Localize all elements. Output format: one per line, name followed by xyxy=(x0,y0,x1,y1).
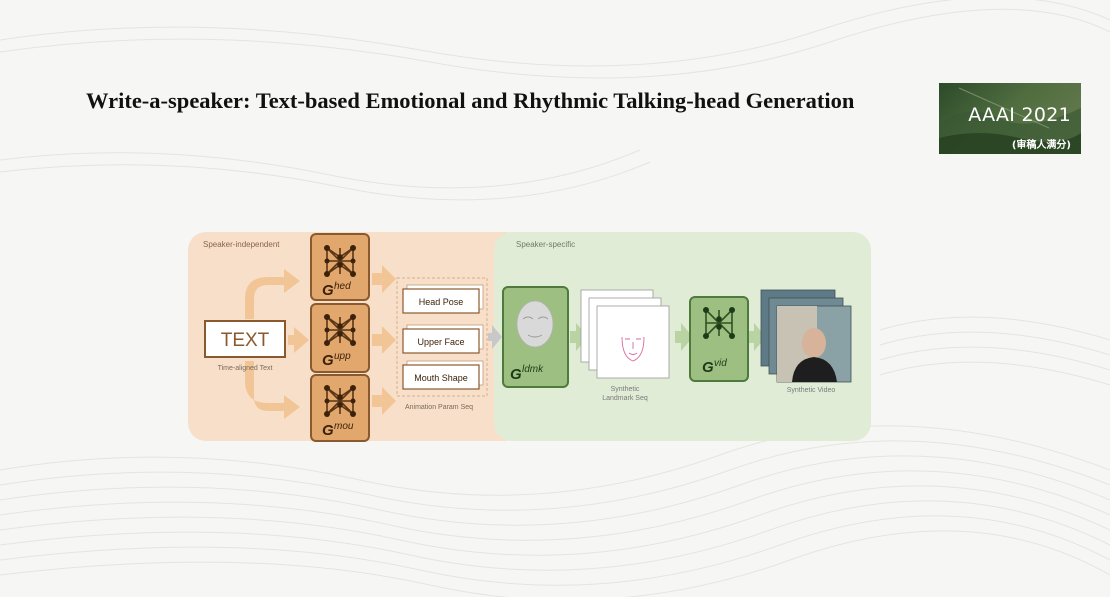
synthetic-video-stack xyxy=(760,289,852,383)
badge-main-text: AAAI 2021 xyxy=(968,104,1071,126)
param-mouth-shape: Mouth Shape xyxy=(402,360,484,390)
param-upper-face-label: Upper Face xyxy=(417,337,464,347)
synthetic-video-caption: Synthetic Video xyxy=(787,387,836,394)
badge-landscape-photo xyxy=(939,87,1081,154)
generator-upp-sup: upp xyxy=(334,351,351,362)
generator-ldmk-base: G xyxy=(510,366,522,383)
generator-mou-base: G xyxy=(322,422,334,439)
generator-vid-sup: vid xyxy=(714,358,727,369)
badge-sub-text: (审稿人满分) xyxy=(1011,140,1071,151)
text-input-box xyxy=(204,320,286,358)
landmark-face-icon xyxy=(621,336,645,362)
param-head-pose-label: Head Pose xyxy=(419,297,464,307)
params-to-ldmk-arrow xyxy=(488,325,502,349)
animation-param-caption: Animation Param Seq xyxy=(405,404,473,411)
pipeline-diagram: Speaker-independent Speaker-specific TEX… xyxy=(188,232,871,442)
landmark-caption-line1: Synthetic xyxy=(611,386,640,393)
generator-upp: G upp xyxy=(310,303,370,373)
generator-vid: G vid xyxy=(689,296,749,382)
speaker-specific-label: Speaker-specific xyxy=(516,240,575,249)
generator-mou-sup: mou xyxy=(334,421,354,432)
speaker-head xyxy=(802,328,826,358)
param-head-pose: Head Pose xyxy=(402,284,484,314)
conference-badge: AAAI 2021 (审稿人满分) xyxy=(939,83,1081,154)
generator-hed-base: G xyxy=(322,282,334,299)
generator-upp-base: G xyxy=(322,352,334,369)
text-branch-arrows xyxy=(245,269,309,419)
speaker-body xyxy=(792,357,837,382)
speaker-independent-label: Speaker-independent xyxy=(203,240,280,249)
time-aligned-text-caption: Time-aligned Text xyxy=(218,365,273,372)
slide-title: Write-a-speaker: Text-based Emotional an… xyxy=(86,88,855,113)
synthetic-landmark-stack xyxy=(580,289,670,379)
param-mouth-shape-label: Mouth Shape xyxy=(414,373,468,383)
animation-param-frame xyxy=(396,277,488,397)
green-flow-arrows xyxy=(570,323,766,351)
generator-to-param-arrows xyxy=(372,265,396,415)
landmark-caption-line2: Landmark Seq xyxy=(602,395,648,402)
generator-ldmk: G ldmk xyxy=(502,286,569,388)
text-input-label: TEXT xyxy=(221,330,270,351)
generator-hed: G hed xyxy=(310,233,370,301)
generator-mou: G mou xyxy=(310,374,370,442)
generator-vid-base: G xyxy=(702,359,714,376)
generator-ldmk-sup: ldmk xyxy=(522,364,544,375)
generator-hed-sup: hed xyxy=(334,281,351,292)
param-upper-face: Upper Face xyxy=(402,324,484,354)
